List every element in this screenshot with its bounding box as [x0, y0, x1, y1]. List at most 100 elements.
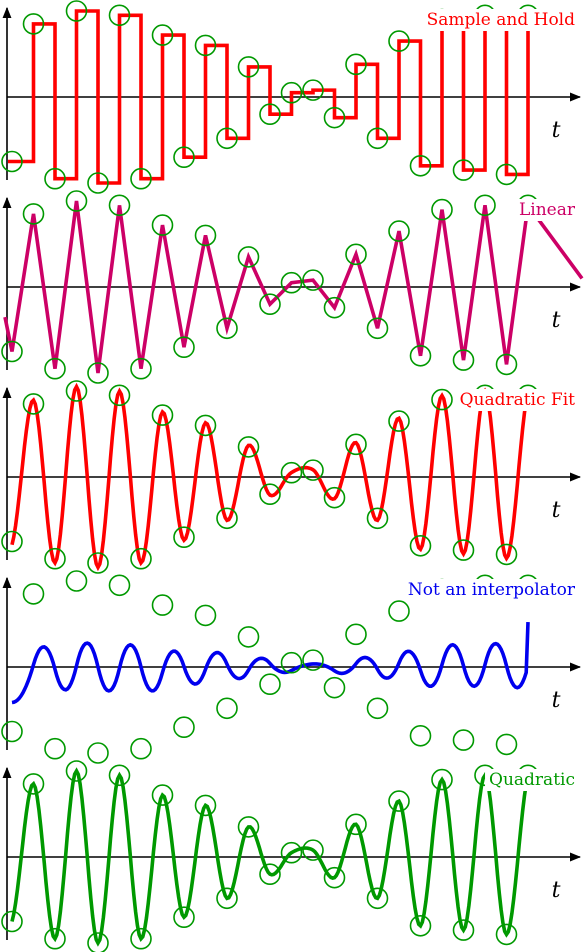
panel-quadratic: t Quadratic [1, 760, 582, 952]
sample-point [431, 768, 453, 791]
sample-point [237, 436, 260, 458]
sample-point [302, 269, 324, 291]
sample-point [302, 839, 324, 861]
sample-point [216, 507, 238, 530]
sample-point [130, 167, 152, 190]
sample-point [302, 79, 324, 101]
sample-point [1, 910, 23, 933]
sample-point [151, 594, 174, 616]
sample-point [151, 784, 174, 806]
sample-point [495, 543, 518, 566]
sample-point [366, 887, 389, 910]
sample-point [173, 716, 195, 739]
sample-point [22, 203, 45, 225]
sample-point [173, 526, 195, 549]
panel-title: Quadratic Fit [460, 390, 576, 410]
sample-point [130, 357, 152, 380]
sample-point [108, 194, 131, 217]
sample-point [388, 600, 410, 622]
sample-point [65, 0, 88, 22]
interpolated-curve [10, 382, 530, 572]
panel-title: Sample and Hold [427, 10, 576, 30]
sample-point [237, 56, 260, 78]
sample-point [452, 919, 475, 941]
sample-point [259, 673, 281, 696]
sample-point [388, 30, 410, 52]
sample-point [280, 271, 303, 294]
panel-title: Not an interpolator [408, 580, 576, 600]
sample-point [1, 720, 23, 743]
sample-point [87, 742, 109, 764]
sample-point [216, 887, 238, 910]
sample-point [409, 724, 432, 747]
sample-point [431, 198, 453, 221]
sample-point [237, 626, 260, 648]
sample-point [302, 459, 324, 481]
x-axis-label: t [552, 688, 561, 713]
sample-point [388, 790, 410, 812]
x-axis-label: t [552, 498, 561, 523]
sample-point [495, 163, 518, 186]
panel-quadratic-fit: t Quadratic Fit [1, 380, 582, 574]
sample-point [194, 414, 217, 437]
sample-point [452, 729, 475, 751]
sample-point [151, 214, 174, 236]
sample-point [44, 167, 66, 190]
sample-point [280, 841, 303, 864]
x-axis-label: t [552, 878, 561, 903]
sample-point [87, 362, 109, 384]
sample-point [22, 583, 45, 605]
sample-point [108, 384, 131, 407]
sample-point [409, 914, 432, 937]
sample-point [259, 863, 281, 886]
sample-point [173, 336, 195, 359]
sample-point [22, 773, 45, 795]
sample-point [108, 4, 131, 27]
sample-point [388, 220, 410, 242]
sample-point [280, 651, 303, 674]
sample-point [345, 813, 367, 836]
sample-point [237, 246, 260, 268]
sample-point [409, 155, 432, 177]
sample-point [474, 194, 496, 217]
sample-point [409, 344, 432, 367]
x-axis-label: t [552, 118, 561, 143]
sample-point [323, 486, 346, 509]
sample-point [345, 623, 367, 646]
panel-not-an-interpolator: t Not an interpolator [1, 570, 582, 764]
sample-point [194, 224, 217, 247]
sample-point [1, 340, 23, 363]
sample-point [194, 34, 217, 57]
x-axis-label: t [552, 308, 561, 333]
sample-point [259, 483, 281, 506]
sample-point [280, 81, 303, 104]
sample-point [216, 127, 238, 150]
sample-point [44, 547, 66, 570]
panel-title: Quadratic [489, 770, 575, 790]
sample-point [323, 866, 346, 889]
sample-point [87, 932, 109, 952]
sample-point [366, 697, 389, 720]
sample-point [130, 547, 152, 570]
interpolated-curve [10, 767, 530, 947]
sample-point [1, 150, 23, 173]
sample-point [65, 380, 88, 402]
sample-point [173, 146, 195, 168]
sample-point [409, 534, 432, 557]
sample-point [22, 393, 45, 415]
sample-point [173, 906, 195, 929]
sample-point [431, 388, 453, 411]
sample-point [452, 159, 475, 181]
sample-point [44, 357, 66, 380]
sample-point [495, 353, 518, 376]
sample-point [366, 127, 389, 150]
sample-point [108, 764, 131, 787]
sample-point [130, 737, 152, 760]
sample-point [345, 53, 367, 76]
sample-point [216, 697, 238, 720]
panel-sample-and-hold: t Sample and Hold [1, 0, 582, 194]
sample-point [452, 539, 475, 561]
sample-point [302, 649, 324, 671]
sample-point [65, 190, 88, 212]
